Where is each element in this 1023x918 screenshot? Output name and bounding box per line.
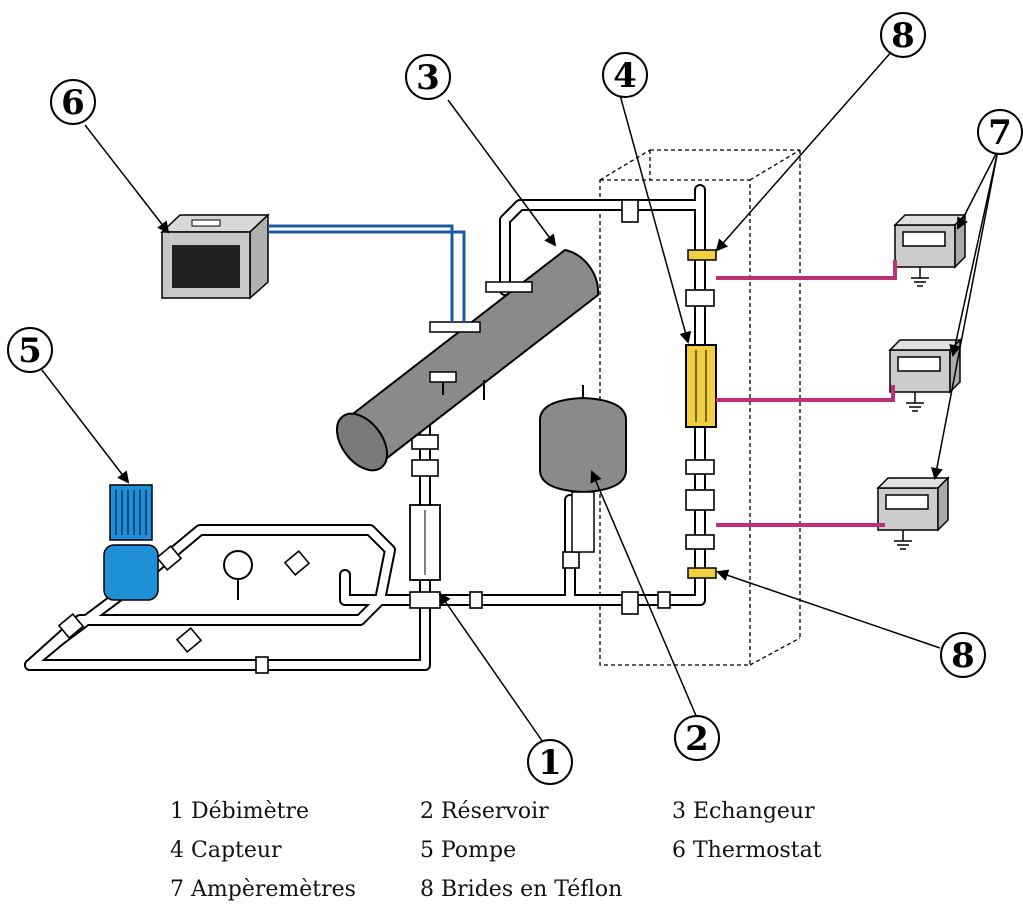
legend-item-2: 2 Réservoir bbox=[420, 795, 672, 828]
legend-item-7: 7 Ampèremètres bbox=[170, 873, 420, 906]
callout-2: 2 bbox=[685, 719, 709, 759]
legend-item-6: 6 Thermostat bbox=[672, 834, 892, 867]
pressure-gauge bbox=[224, 551, 252, 600]
flow-loop-diagram: 6 3 4 8 7 5 8 1 2 bbox=[0, 0, 1023, 800]
reservoir bbox=[540, 385, 626, 552]
legend-item-4: 4 Capteur bbox=[170, 834, 420, 867]
callout-5: 5 bbox=[18, 331, 42, 371]
flowmeter bbox=[410, 505, 440, 580]
thermostat bbox=[162, 215, 268, 298]
legend-item-8: 8 Brides en Téflon bbox=[420, 873, 672, 906]
callout-1: 1 bbox=[538, 743, 562, 783]
legend-item-1: 1 Débimètre bbox=[170, 795, 420, 828]
callout-7: 7 bbox=[988, 113, 1012, 153]
callout-3: 3 bbox=[416, 58, 440, 98]
callout-4: 4 bbox=[613, 56, 637, 96]
legend-item-3: 3 Echangeur bbox=[672, 795, 892, 828]
callout-8-top: 8 bbox=[891, 16, 915, 56]
sensor bbox=[686, 345, 716, 427]
pump bbox=[104, 485, 158, 600]
thermostat-water-lines bbox=[268, 226, 464, 322]
callout-8-bottom: 8 bbox=[951, 636, 975, 676]
electrical-wires bbox=[716, 260, 895, 525]
legend-item-5: 5 Pompe bbox=[420, 834, 672, 867]
legend: 1 Débimètre 2 Réservoir 3 Echangeur 4 Ca… bbox=[170, 795, 892, 906]
callout-6: 6 bbox=[61, 83, 85, 123]
ammeters bbox=[878, 215, 965, 530]
